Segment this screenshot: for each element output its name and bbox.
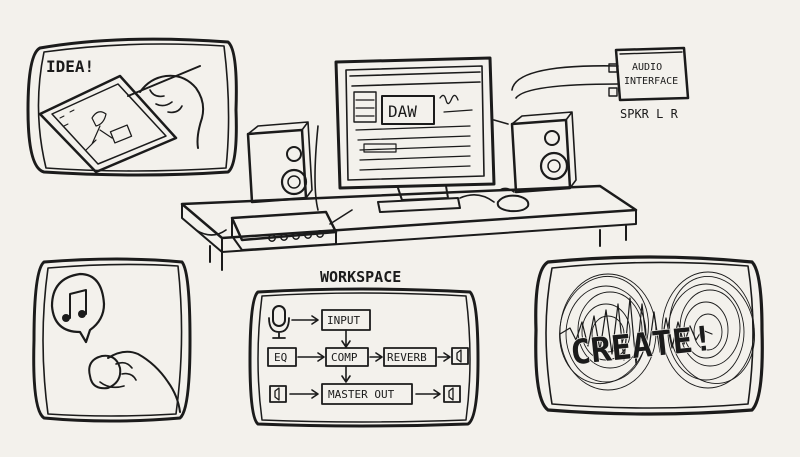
node-eq-label: EQ (274, 351, 287, 364)
daw-screen-label: DAW (388, 102, 417, 121)
idea-panel: IDEA! (26, 37, 238, 177)
workspace-title: WORKSPACE (320, 268, 401, 286)
waveform-line (559, 297, 713, 365)
node-master-out (321, 383, 413, 405)
audio-device-icon (230, 210, 338, 251)
node-reverb-label: REVERB (387, 351, 427, 364)
speaker-left-icon (246, 121, 313, 204)
node-reverb (383, 347, 437, 367)
speaker-icon (269, 385, 287, 403)
node-eq (267, 347, 297, 367)
mouse-hand-icon (88, 350, 181, 413)
speaker-icon (443, 385, 461, 403)
monitor-icon: DAW (334, 56, 496, 213)
node-input-label: INPUT (327, 314, 360, 327)
node-comp-label: COMP (331, 351, 358, 364)
stylus-hand-icon (127, 65, 205, 149)
sound-swirl-right (661, 271, 756, 389)
speaker-label: SPKR L R (620, 107, 679, 121)
create-panel: CREATE! (534, 255, 764, 416)
audio-interface-line2: INTERFACE (624, 76, 678, 87)
daw-label-box (381, 95, 435, 125)
tablet-icon (38, 74, 178, 174)
music-note-icon (50, 272, 106, 344)
create-label: CREATE! (568, 319, 715, 374)
desk-scene: DAW (180, 56, 638, 271)
node-comp (325, 347, 369, 367)
microphone-icon (268, 305, 290, 339)
audio-interface-line1: AUDIO (632, 62, 662, 73)
mouse-icon (496, 194, 530, 213)
audio-interface-box: AUDIO INTERFACE SPKR L R (608, 46, 690, 121)
speaker-right-icon (510, 111, 577, 194)
music-panel (32, 257, 192, 423)
idea-label: IDEA! (46, 57, 94, 76)
speaker-icon (451, 347, 469, 365)
workspace-panel: WORKSPACE INPUT EQ COMP REVERB (248, 268, 480, 428)
node-master-out-label: MASTER OUT (328, 388, 395, 401)
